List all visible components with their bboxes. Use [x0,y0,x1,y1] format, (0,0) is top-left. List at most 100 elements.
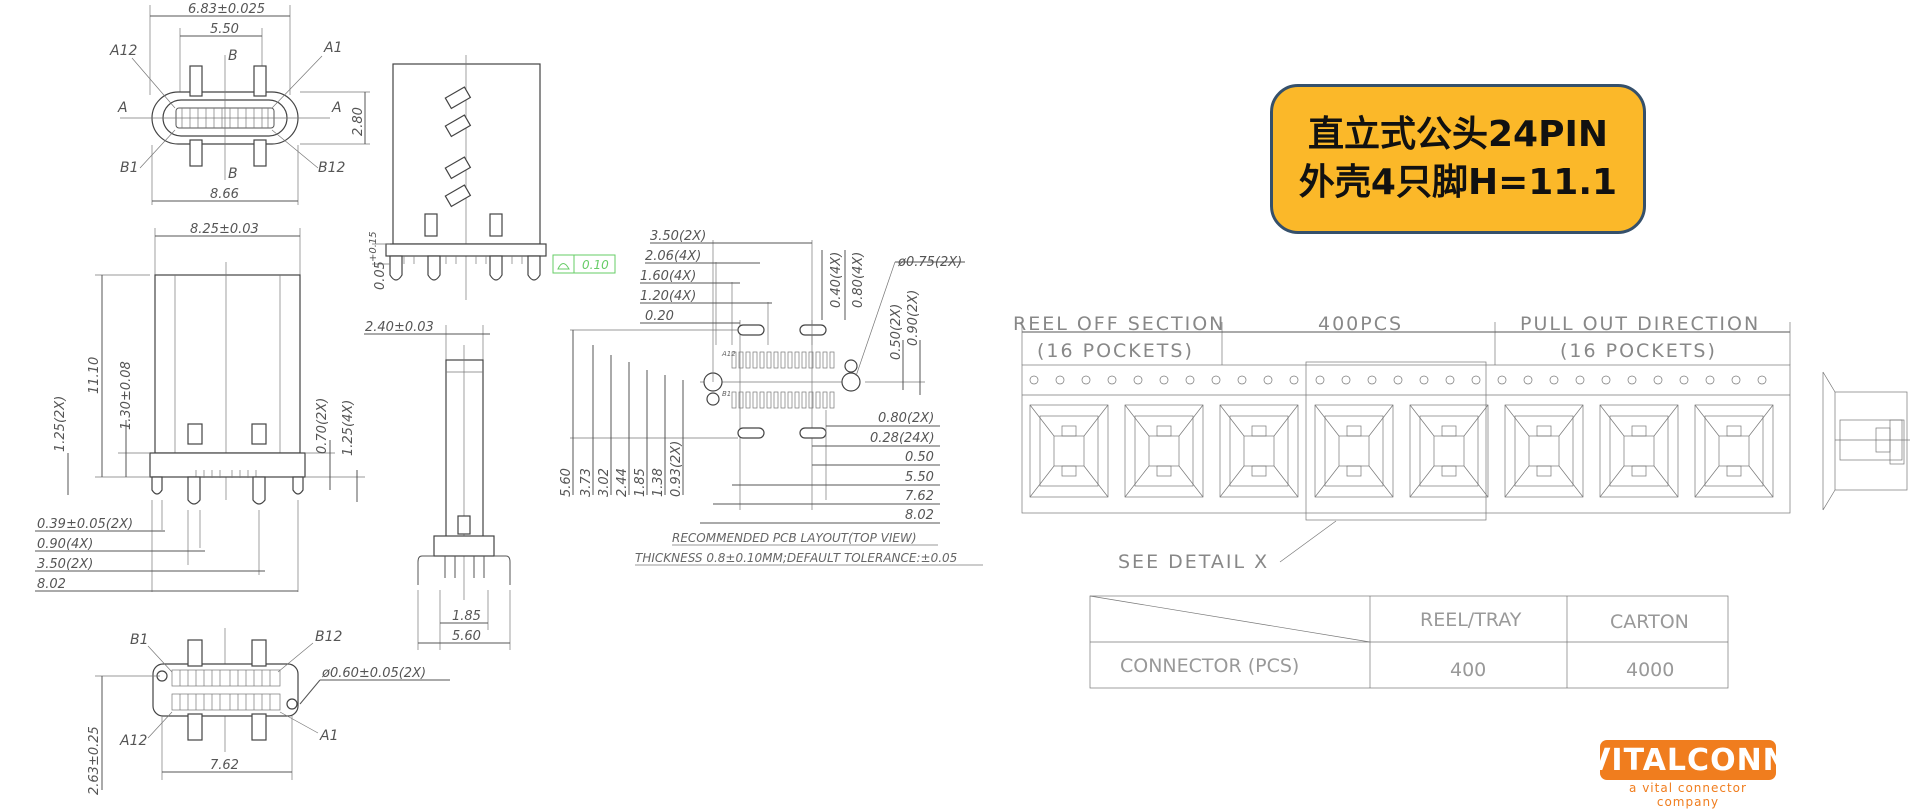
pin-a12-label: A12 [109,43,137,59]
tape-pocket [1694,404,1774,498]
bottom-pin-b12: B12 [315,629,343,645]
pcb-left-302: 3.02 [597,468,612,497]
pcb-left-138: 1.38 [651,468,666,497]
pcb-caption: RECOMMENDED PCB LAYOUT(TOP VIEW) [672,531,917,545]
side-dim-tol: +0.15 [368,231,379,262]
table-row-label: CONNECTOR (PCS) [1120,655,1299,677]
pin-a1-label: A1 [323,40,342,56]
reel-end-view [1822,371,1910,511]
pcb-top-206: 2.06(4X) [645,249,701,264]
pin-b12-label: B12 [318,160,346,176]
top-dim-width: 6.83±0.025 [188,2,265,17]
pcb-right-080: 0.80(2X) [878,411,934,426]
tape-pocket [1504,404,1584,498]
front-dim-350: 3.50(2X) [37,557,93,572]
pcb-left-244: 2.44 [615,468,630,497]
logo-brand: VITALCONN [1587,742,1789,778]
end-dim-width: 2.40±0.03 [365,320,434,335]
table-value-reel: 400 [1450,659,1486,681]
side-dim-base: 0.05 [373,261,388,290]
pcb-left-185: 1.85 [633,468,648,497]
table-value-carton: 4000 [1626,659,1674,681]
title-line-2: 外壳4只脚H=11.1 [1298,162,1618,203]
front-dim-width: 8.25±0.03 [190,222,259,237]
pcb-layout: A12 B1 3.50(2X) 2.06(4X) 1.60(4X) 1.20(4… [559,229,983,566]
front-dim-070: 0.70(2X) [315,398,330,454]
pcb-pad-a12: A12 [721,350,736,358]
sprocket-holes [1029,375,1767,385]
bottom-dim-width: 7.62 [210,758,239,773]
logo-mark: VITALCONN [1587,740,1788,780]
pcb-dim-hole: ø0.75(2X) [897,255,962,270]
end-dim-185: 1.85 [452,609,481,624]
front-dim-125-right: 1.25(4X) [341,400,356,456]
pcb-left-560: 5.60 [559,468,574,497]
bottom-pin-a1: A1 [319,728,338,744]
pcb-left-093: 0.93(2X) [669,441,684,497]
table-header-carton: CARTON [1610,611,1689,633]
side-view-leads [403,256,523,264]
bottom-view: B1 B12 A12 A1 ø0.60±0.05(2X) 7.62 2.63±0… [87,628,450,795]
section-mark-b-top: B [228,48,238,64]
tape-pocket [1219,404,1299,498]
tape-pocket [1029,404,1109,498]
pcb-right-802: 8.02 [905,508,934,523]
flatness-tolerance: 0.10 [582,258,609,272]
pcb-dim-090: 0.90(2X) [906,290,921,346]
reel-tape: REEL OFF SECTION (16 POCKETS) 400PCS PUL… [1013,313,1910,573]
front-dim-height: 11.10 [87,357,102,394]
section-mark-a-left: A [117,100,128,116]
pcb-right-028: 0.28(24X) [870,431,935,446]
title-banner: 直立式公头24PIN 外壳4只脚H=11.1 [1270,84,1646,234]
pcb-note: THICKNESS 0.8±0.10MM;DEFAULT TOLERANCE:±… [635,551,957,565]
pin-b1-label: B1 [120,160,139,176]
front-view: 8.25±0.03 11.10 1.30±0.08 1.25(2X) 0.70(… [35,222,365,592]
top-dim-overall: 8.66 [210,187,239,202]
section-mark-b-bottom: B [228,166,238,182]
tape-pockets [1029,404,1774,498]
reel-qty: 400PCS [1318,313,1403,335]
top-dim-height: 2.80 [351,107,366,136]
pcb-dim-080: 0.80(4X) [851,252,866,308]
bottom-pin-b1: B1 [130,632,149,648]
end-dim-560: 5.60 [452,629,481,644]
pcb-right-762: 7.62 [905,489,934,504]
reel-off-label: REEL OFF SECTION [1013,313,1225,335]
pcb-top-350: 3.50(2X) [650,229,706,244]
bottom-view-pads [171,669,281,711]
top-view: 6.83±0.025 5.50 B B A A A12 A1 B1 B [109,2,370,205]
packing-table: REEL/TRAY CARTON CONNECTOR (PCS) 400 400… [1089,595,1729,689]
tape-pocket [1599,404,1679,498]
title-line-1: 直立式公头24PIN [1307,114,1608,155]
logo-tagline: a vital connector company [1629,781,1747,809]
pull-out-pockets: (16 POCKETS) [1560,340,1717,362]
vitalconn-logo: VITALCONN a vital connector company [1587,740,1788,809]
see-detail-label: SEE DETAIL X [1118,551,1269,573]
table-header-reel: REEL/TRAY [1420,609,1522,631]
section-mark-a-right: A [331,100,342,116]
front-dim-802: 8.02 [37,577,66,592]
pcb-pad-row-bottom [731,391,835,409]
pcb-pad-row-top [731,351,835,369]
pcb-top-160: 1.60(4X) [640,269,696,284]
pcb-right-050: 0.50 [905,450,934,465]
front-dim-125-left: 1.25(2X) [53,396,68,452]
reel-off-pockets: (16 POCKETS) [1037,340,1194,362]
tape-pocket [1409,404,1489,498]
pcb-dim-050: 0.50(2X) [889,304,904,360]
front-dim-lead: 1.30±0.08 [119,361,134,430]
pcb-top-120: 1.20(4X) [640,289,696,304]
tape-pocket [1314,404,1394,498]
bottom-dim-offset: 2.63±0.25 [87,726,102,795]
pull-out-label: PULL OUT DIRECTION [1520,313,1760,335]
top-dim-inner: 5.50 [210,22,239,37]
pcb-pad-b1: B1 [722,390,731,398]
bottom-pin-a12: A12 [119,733,147,749]
end-view: 2.40±0.03 1.85 5.60 [364,320,511,650]
front-dim-039: 0.39±0.05(2X) [37,517,133,532]
pcb-dim-040: 0.40(4X) [829,252,844,308]
front-dim-090: 0.90(4X) [37,537,93,552]
pcb-top-020: 0.20 [645,309,674,324]
bottom-dim-hole: ø0.60±0.05(2X) [321,666,426,681]
